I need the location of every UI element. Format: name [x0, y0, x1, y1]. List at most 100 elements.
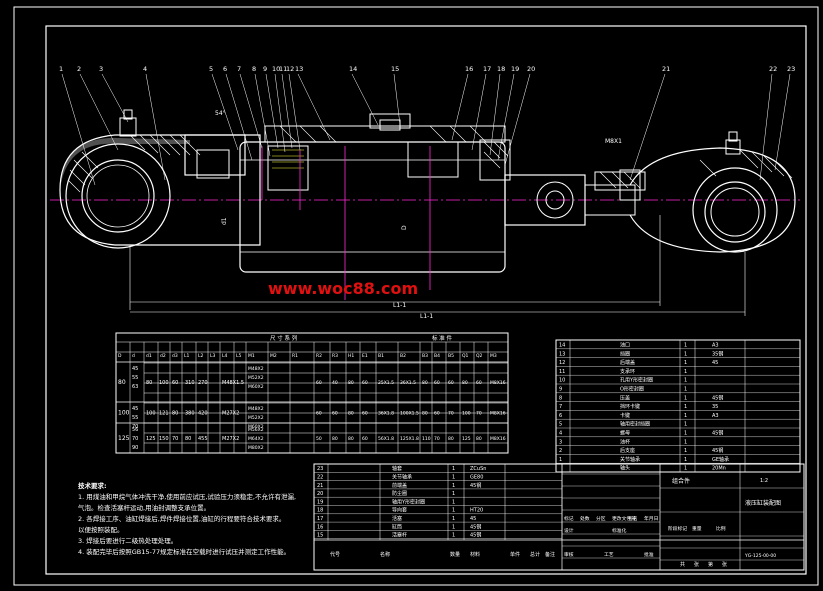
balloon-number: 13 — [295, 65, 303, 73]
part-name: 导向套 — [392, 507, 407, 514]
part-quantity: 1 — [684, 422, 687, 428]
standard-part-value: 60 — [448, 380, 454, 386]
part-quantity: 1 — [684, 413, 687, 419]
part-number: 14 — [559, 343, 565, 349]
watermark: www.woc88.com — [268, 279, 418, 298]
part-quantity: 1 — [684, 448, 687, 454]
part-number: 15 — [317, 533, 323, 539]
balloon-number: 4 — [143, 65, 147, 73]
balloon-number: 17 — [483, 65, 491, 73]
balloon-number: 11 — [279, 65, 287, 73]
leader-line — [281, 73, 293, 149]
part-name: 压盖 — [620, 394, 630, 401]
size-value: 60 — [172, 380, 178, 386]
note-line-2: 气泡。检查活塞杆运动,用油封调整支承位置。 — [78, 504, 211, 512]
title-row1-cell: 年月日 — [644, 515, 658, 522]
leader-line — [451, 73, 469, 141]
table-header: 标 准 件 — [432, 334, 452, 342]
column-header: R1 — [292, 353, 298, 359]
part-number: 17 — [317, 516, 323, 522]
part-quantity: 1 — [452, 524, 455, 530]
column-header: B5 — [448, 353, 454, 359]
part-name: 关节轴承 — [392, 474, 412, 481]
standard-part-value: 110 — [422, 436, 431, 442]
part-number: 10 — [559, 378, 565, 384]
part-number: 2 — [559, 448, 562, 454]
title-row3-cell: 工艺 — [604, 552, 614, 558]
part-number: 4 — [559, 431, 562, 437]
part-number: 23 — [317, 466, 323, 472]
balloon-number: 5 — [209, 65, 213, 73]
column-header: L4 — [222, 353, 228, 359]
standard-part-value: 80 — [448, 436, 454, 442]
part-quantity: 1 — [452, 516, 455, 522]
leader-line — [274, 73, 286, 153]
dim-d1: d1 — [221, 217, 228, 225]
note-line-6: 4. 装配完毕后按照GB15-77规定标准在空载时进行试压并测定工作性能。 — [78, 548, 291, 556]
notes-title: 技术要求: — [78, 482, 107, 490]
balloon-number: 6 — [223, 65, 227, 73]
thread-option: M48X2 — [248, 366, 264, 372]
column-header: B2 — [400, 353, 406, 359]
note-line-5: 3. 焊接后要进行二级热处理处理。 — [78, 537, 178, 545]
balloon-number: 12 — [286, 65, 294, 73]
standard-part-value: 70 — [476, 411, 482, 417]
part-name: 轴用Y形密封圈 — [392, 498, 425, 505]
note-line-1: 1. 用煤油和甲烷气体冲洗干净,使用前应试压,试验压力须稳定,不允许有泄漏, — [78, 493, 297, 501]
part-quantity: 1 — [684, 378, 687, 384]
part-quantity: 1 — [452, 508, 455, 514]
part-quantity: 1 — [684, 439, 687, 445]
part-material: 45钢 — [470, 482, 481, 489]
leader-line — [265, 73, 279, 149]
thread-option: M60X2 — [248, 424, 264, 430]
bore-value: 125 — [118, 435, 130, 442]
dim-angle: 54° — [215, 110, 226, 117]
balloon-number: 10 — [272, 65, 280, 73]
scale-ratio: 1:2 — [760, 478, 768, 484]
standard-part-value: 60 — [362, 380, 368, 386]
outer-frame — [13, 6, 819, 586]
part-number: 13 — [559, 351, 565, 357]
column-header: d2 — [160, 353, 166, 359]
part-number: 12 — [559, 360, 565, 366]
standard-part-value: 60 — [316, 380, 322, 386]
standard-part-value: 100 — [462, 411, 471, 417]
part-name: 轴用密封挡圈 — [620, 421, 650, 428]
size-value: 420 — [198, 411, 208, 417]
size-value: 125 — [146, 436, 156, 442]
part-number: 21 — [317, 483, 323, 489]
part-number: 11 — [559, 369, 565, 375]
leader-line — [629, 73, 666, 181]
standard-part-value: 125 — [462, 436, 471, 442]
part-name: 活塞杆 — [392, 532, 407, 539]
dim-l: L1-1 — [420, 313, 433, 320]
part-material: A3 — [712, 413, 719, 419]
part-quantity: 1 — [684, 404, 687, 410]
part-number: 18 — [317, 508, 323, 514]
list-header: 代号 — [330, 551, 340, 558]
list-header: 材料 — [470, 551, 480, 558]
balloon-number: 18 — [497, 65, 505, 73]
leader-line — [497, 73, 515, 161]
part-quantity: 1 — [452, 533, 455, 539]
part-quantity: 1 — [452, 466, 455, 472]
balloon-number: 1 — [59, 65, 63, 73]
rod-diameter: 45 — [132, 366, 138, 372]
standard-part-value: 80 — [348, 436, 354, 442]
standard-part-value: 80 — [348, 411, 354, 417]
leader-line — [79, 73, 119, 151]
title-row1-cell: 更改文件号 — [612, 515, 636, 522]
standard-part-value: 80 — [422, 380, 428, 386]
part-quantity: 1 — [684, 395, 687, 401]
size-value: 80 — [146, 380, 152, 386]
sheet-cell: 张 — [694, 561, 699, 568]
column-header: R2 — [316, 353, 322, 359]
leader-line — [489, 73, 501, 156]
rod-diameter: 55 — [132, 375, 138, 381]
balloon-number: 19 — [511, 65, 519, 73]
thread-option: M48X2 — [248, 406, 264, 412]
bore-value: 80 — [118, 379, 126, 386]
thread-value: M27X2 — [222, 436, 239, 442]
